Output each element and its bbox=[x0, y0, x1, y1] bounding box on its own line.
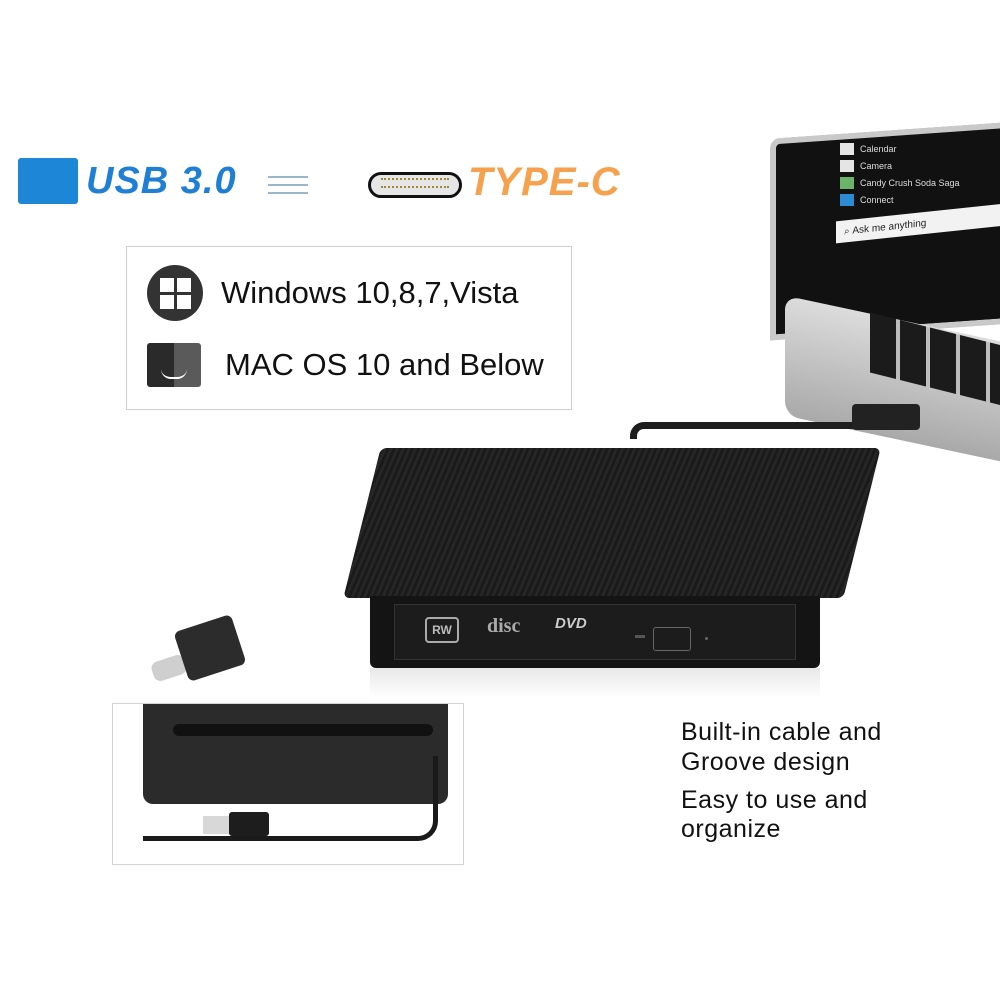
type-c-port-icon bbox=[368, 172, 462, 198]
usb-cable bbox=[630, 422, 867, 439]
dvd-logo: DVD bbox=[555, 615, 587, 632]
mac-finder-icon bbox=[147, 343, 201, 387]
speed-lines-icon bbox=[268, 176, 308, 200]
drive-reflection bbox=[370, 668, 820, 698]
stored-cable bbox=[143, 756, 438, 841]
start-menu-item: Calendar bbox=[840, 140, 1000, 157]
windows-icon bbox=[147, 265, 203, 321]
start-menu-item: Candy Crush Soda Saga bbox=[840, 174, 1000, 191]
os-label: Windows 10,8,7,Vista bbox=[221, 275, 519, 310]
feature-text: Built-in cable and bbox=[681, 718, 882, 746]
usb-plug bbox=[852, 404, 920, 430]
start-menu: Calendar Camera Candy Crush Soda Saga Co… bbox=[840, 130, 1000, 230]
drive-underside bbox=[143, 704, 448, 804]
rw-logo: RW bbox=[425, 617, 459, 643]
start-menu-item: Connect bbox=[840, 191, 1000, 208]
app-icon bbox=[840, 176, 854, 189]
os-label: MAC OS 10 and Below bbox=[225, 347, 544, 382]
usb-plug-metal bbox=[203, 816, 231, 834]
os-row-mac: MAC OS 10 and Below bbox=[147, 343, 544, 387]
emergency-eject-hole bbox=[705, 637, 708, 640]
usb-plug bbox=[229, 812, 269, 836]
usb-speed-logo-icon bbox=[18, 158, 78, 204]
app-icon bbox=[840, 142, 854, 155]
feature-text: organize bbox=[681, 815, 781, 843]
groove-photo bbox=[112, 703, 464, 865]
disc-logo: disc bbox=[487, 615, 521, 637]
optical-drive-front: RW disc DVD bbox=[370, 596, 820, 668]
eject-button bbox=[653, 627, 691, 651]
app-icon bbox=[840, 159, 854, 172]
os-compatibility-box: Windows 10,8,7,Vista MAC OS 10 and Below bbox=[126, 246, 572, 410]
drive-bezel: RW disc DVD bbox=[394, 604, 796, 660]
typec-label: TYPE-C bbox=[468, 160, 621, 204]
usb-label: USB 3.0 bbox=[86, 160, 237, 202]
cable-groove bbox=[173, 724, 433, 736]
feature-text: Easy to use and bbox=[681, 786, 868, 814]
os-row-windows: Windows 10,8,7,Vista bbox=[147, 265, 519, 321]
app-icon bbox=[840, 193, 854, 206]
start-menu-item: Camera bbox=[840, 157, 1000, 174]
activity-led bbox=[635, 635, 645, 638]
feature-text: Groove design bbox=[681, 748, 851, 776]
optical-drive-top bbox=[343, 448, 881, 598]
